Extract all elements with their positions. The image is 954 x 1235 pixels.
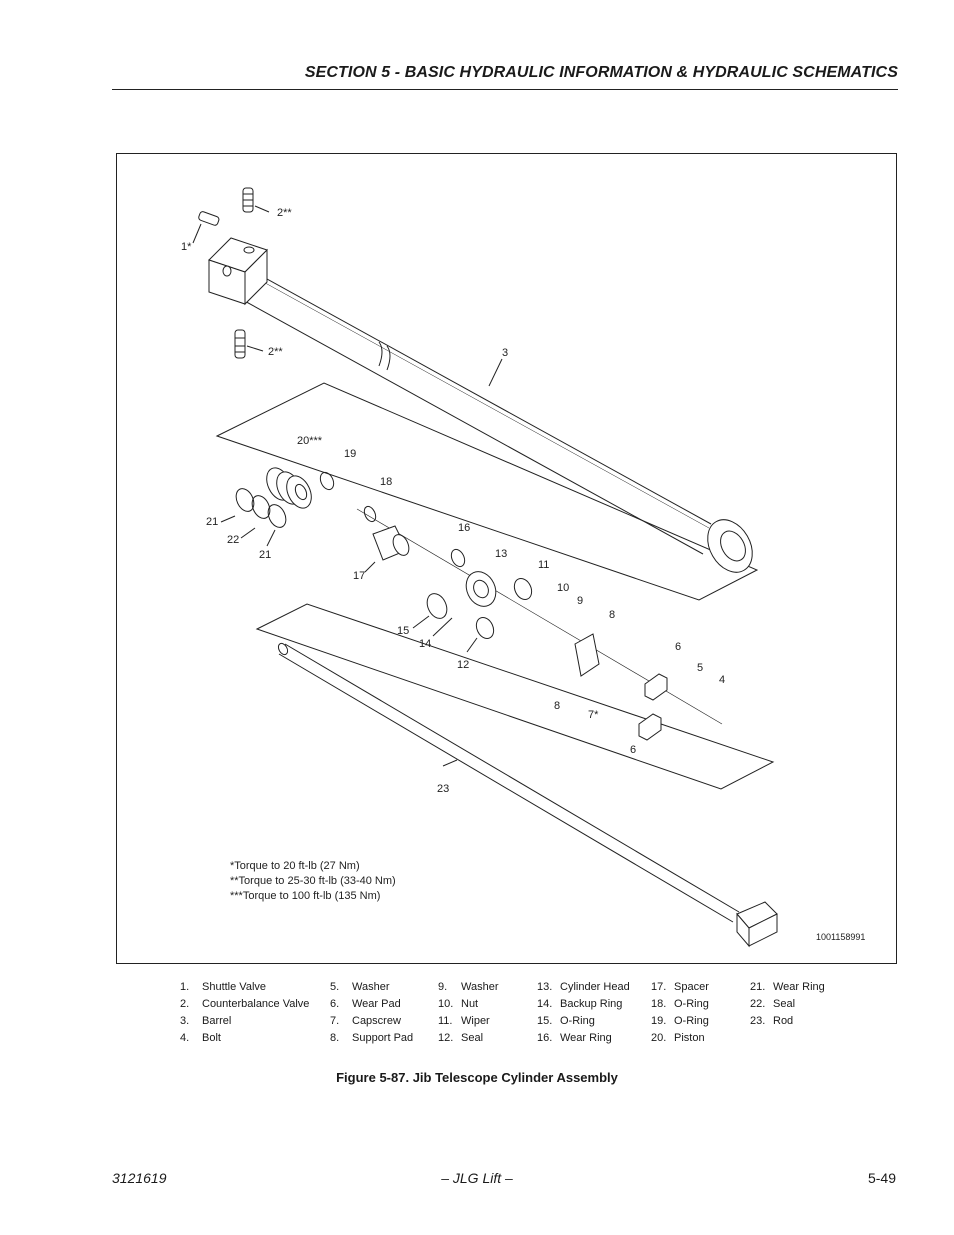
callout-3: 3 — [502, 347, 508, 359]
legend-item: 12.Seal — [438, 1032, 484, 1044]
legend-item: 17.Spacer — [651, 981, 709, 993]
shuttle-valve — [198, 211, 220, 226]
counterbalance-valve-bottom — [234, 329, 246, 359]
callout-1: 1* — [181, 241, 192, 253]
manifold-block — [208, 237, 268, 306]
legend-item: 2.Counterbalance Valve — [180, 998, 310, 1010]
footer-brand: – JLG Lift – — [441, 1170, 513, 1186]
callout-20: 20*** — [297, 435, 323, 447]
callout-22: 22 — [227, 534, 239, 546]
legend-item: 1.Shuttle Valve — [180, 981, 267, 993]
callout-6-bottom: 6 — [630, 744, 636, 756]
legend-item: 21.Wear Ring — [750, 981, 825, 993]
callout-14: 14 — [419, 638, 431, 650]
piston-part — [266, 467, 312, 509]
callout-16: 16 — [458, 522, 470, 534]
legend-item: 4.Bolt — [180, 1032, 221, 1044]
wear-ring-21b — [267, 504, 287, 528]
assembly-plane-lower — [255, 603, 775, 790]
figure-frame: 2** 1* 2** 3 20*** 19 18 21 22 21 16 13 … — [116, 153, 897, 964]
callout-11: 11 — [538, 559, 549, 571]
backup-ring-14 — [426, 593, 448, 619]
torque-note-2: **Torque to 25-30 ft-lb (33-40 Nm) — [230, 875, 396, 887]
wear-ring-16 — [450, 548, 466, 568]
legend-item: 5.Washer — [330, 981, 390, 993]
drawing-id: 1001158991 — [816, 932, 865, 942]
wear-ring-21a — [235, 488, 255, 512]
legend-item: 16.Wear Ring — [537, 1032, 612, 1044]
callout-4: 4 — [719, 674, 725, 686]
callout-15: 15 — [397, 625, 409, 637]
spacer-part — [372, 525, 410, 561]
rod-part — [277, 642, 778, 948]
legend-item: 15.O-Ring — [537, 1015, 595, 1027]
seal-22 — [251, 495, 271, 519]
exploded-view-drawing: 2** 1* 2** 3 20*** 19 18 21 22 21 16 13 … — [181, 187, 865, 948]
legend-item: 9.Washer — [438, 981, 499, 993]
seal-12 — [475, 616, 495, 640]
callout-12: 12 — [457, 659, 469, 671]
section-title: SECTION 5 - BASIC HYDRAULIC INFORMATION … — [304, 64, 898, 81]
legend-item: 6.Wear Pad — [330, 998, 401, 1010]
assembly-plane-upper — [215, 382, 759, 601]
support-pad-part — [574, 633, 600, 677]
wiper-11 — [513, 577, 533, 601]
callout-19: 19 — [344, 448, 356, 460]
callout-8-top: 8 — [609, 609, 615, 621]
callout-18: 18 — [380, 476, 392, 488]
legend-item: 13.Cylinder Head — [537, 981, 630, 993]
legend-item: 23.Rod — [750, 1015, 794, 1027]
cylinder-head-part — [465, 571, 497, 607]
callout-21-left: 21 — [206, 516, 218, 528]
callout-8-bottom: 8 — [554, 700, 560, 712]
counterbalance-valve-top — [242, 187, 254, 213]
page-number: 5-49 — [867, 1170, 896, 1186]
legend-item: 10.Nut — [438, 998, 479, 1010]
legend-item: 14.Backup Ring — [537, 998, 623, 1010]
doc-number: 3121619 — [112, 1170, 167, 1186]
callout-13: 13 — [495, 548, 507, 560]
callout-10: 10 — [557, 582, 569, 594]
callout-17: 17 — [353, 570, 365, 582]
callout-9: 9 — [577, 595, 583, 607]
callout-21-right: 21 — [259, 549, 271, 561]
header-rule — [112, 89, 898, 90]
legend-item: 18.O-Ring — [651, 998, 709, 1010]
torque-note-3: ***Torque to 100 ft-lb (135 Nm) — [230, 890, 380, 902]
wear-pad-upper — [644, 673, 668, 701]
legend-item: 20.Piston — [651, 1032, 705, 1044]
torque-note-1: *Torque to 20 ft-lb (27 Nm) — [230, 860, 360, 872]
callout-5: 5 — [697, 662, 703, 674]
callout-6-top: 6 — [675, 641, 681, 653]
barrel-part — [240, 268, 753, 573]
legend-item: 19.O-Ring — [651, 1015, 709, 1027]
legend-item: 11.Wiper — [438, 1015, 490, 1027]
figure-caption: Figure 5-87. Jib Telescope Cylinder Asse… — [336, 1070, 618, 1085]
callout-2-bottom: 2** — [268, 346, 283, 358]
legend-item: 7.Capscrew — [330, 1015, 401, 1027]
o-ring-19 — [319, 471, 335, 491]
callout-2-top: 2** — [277, 207, 292, 219]
parts-legend: 1.Shuttle Valve 2.Counterbalance Valve 3… — [0, 979, 954, 1049]
legend-item: 3.Barrel — [180, 1015, 232, 1027]
callout-23: 23 — [437, 783, 449, 795]
wear-pad-lower — [638, 713, 662, 741]
legend-item: 8.Support Pad — [330, 1032, 414, 1044]
callout-7: 7* — [588, 709, 599, 721]
legend-item: 22.Seal — [750, 998, 796, 1010]
assembly-axis — [356, 508, 723, 725]
o-ring-18 — [363, 505, 377, 523]
